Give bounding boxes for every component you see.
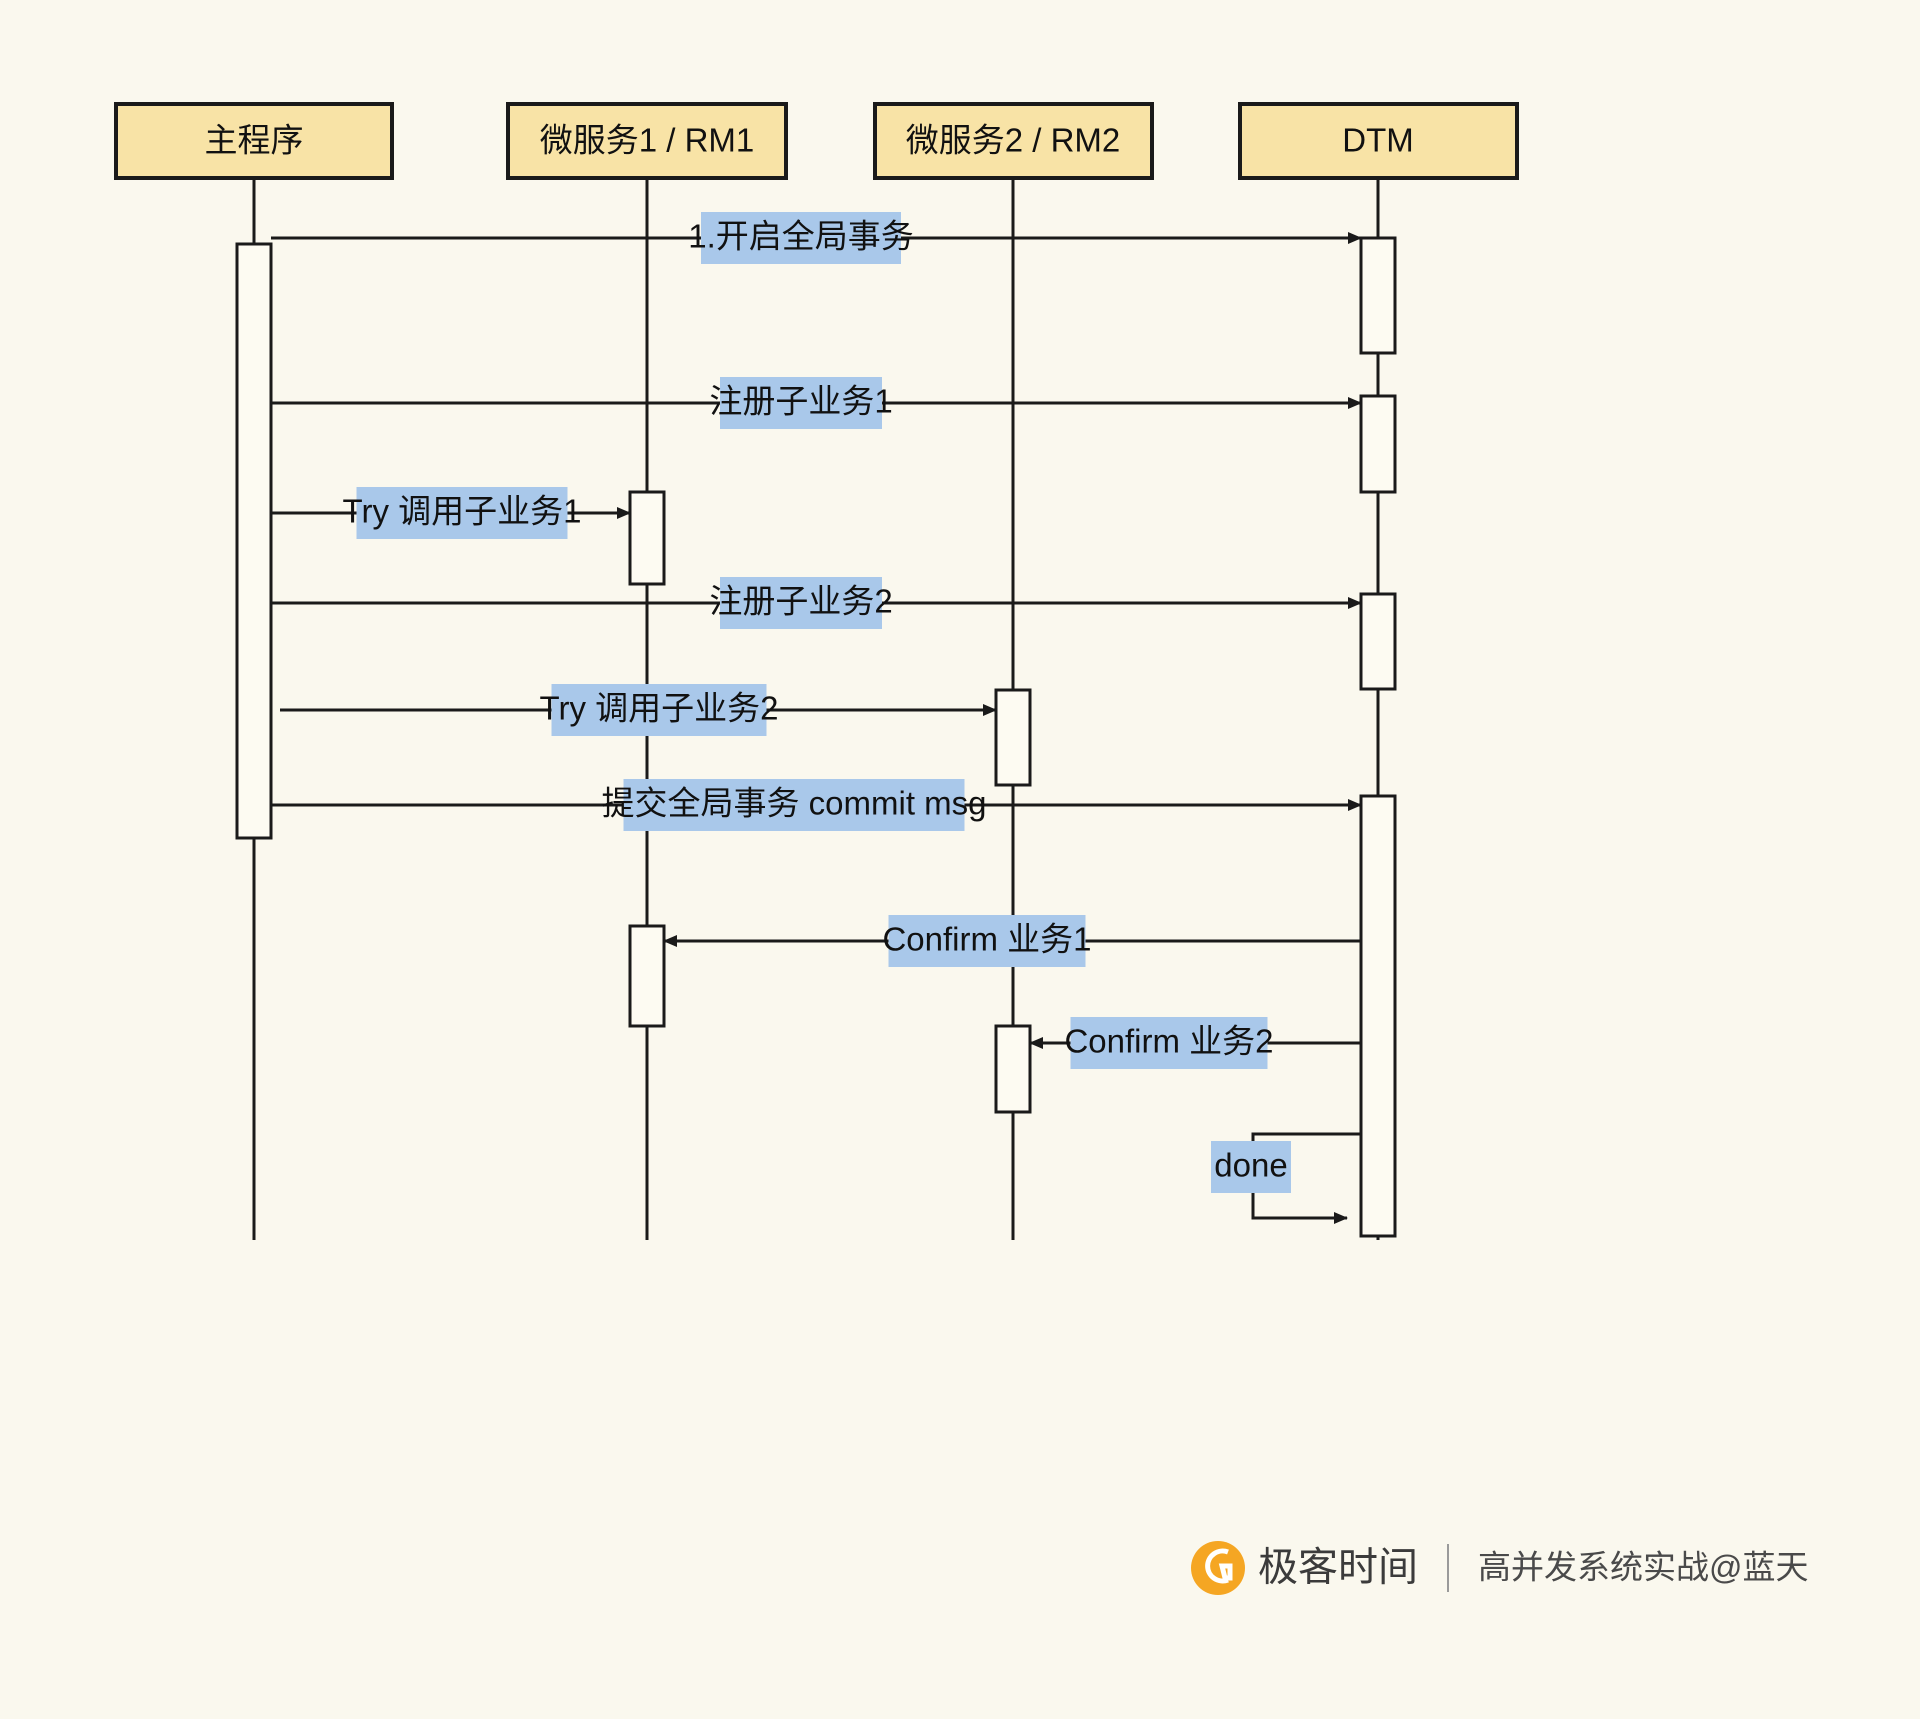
activation-bar-act-main bbox=[235, 242, 273, 840]
message-label-highlight bbox=[888, 915, 1086, 967]
message-label-highlight bbox=[701, 212, 901, 264]
activation-bar-act-dtm-4 bbox=[1359, 794, 1397, 1238]
watermark: 极客时间 高并发系统实战@蓝天 bbox=[1191, 1541, 1809, 1595]
message-label: Confirm 业务2 bbox=[1064, 1023, 1273, 1060]
participants-layer: 主程序 微服务1 / RM1 微服务2 / RM2 DTM bbox=[114, 102, 1519, 180]
activation-bar-act-rm2-conf bbox=[994, 1024, 1032, 1114]
participant-rm2[interactable]: 微服务2 / RM2 bbox=[873, 102, 1154, 180]
participant-box bbox=[873, 102, 1154, 180]
watermark-subtitle: 高并发系统实战@蓝天 bbox=[1478, 1549, 1809, 1586]
activation-bar-act-dtm-2 bbox=[1359, 394, 1397, 494]
participant-box bbox=[1238, 102, 1519, 180]
participant-box bbox=[114, 102, 394, 180]
message-label: Try 调用子业务1 bbox=[343, 493, 582, 530]
message-m7[interactable]: Confirm 业务1 bbox=[663, 915, 1361, 967]
activation-bar-act-rm2-try bbox=[994, 688, 1032, 787]
message-label-highlight bbox=[356, 487, 568, 539]
participant-label: DTM bbox=[1342, 122, 1413, 159]
message-m1[interactable]: 1.开启全局事务 bbox=[271, 212, 1362, 264]
message-m5[interactable]: Try 调用子业务2 bbox=[280, 684, 997, 736]
activation-bar-act-rm1-conf bbox=[628, 924, 666, 1028]
participant-dtm[interactable]: DTM bbox=[1238, 102, 1519, 180]
self-message-label-highlight bbox=[1211, 1141, 1291, 1193]
activation-bar-act-rm1-try bbox=[628, 490, 666, 586]
watermark-brand: 极客时间 bbox=[1258, 1546, 1418, 1590]
activation-bar-act-dtm-1 bbox=[1359, 236, 1397, 355]
message-label: Try 调用子业务2 bbox=[540, 690, 779, 727]
self-message-label: done bbox=[1214, 1147, 1287, 1184]
participant-box bbox=[506, 102, 788, 180]
message-m2[interactable]: 注册子业务1 bbox=[271, 377, 1362, 429]
message-m4[interactable]: 注册子业务2 bbox=[271, 577, 1362, 629]
message-label: 提交全局事务 commit msg bbox=[601, 785, 986, 822]
message-label: Confirm 业务1 bbox=[882, 921, 1091, 958]
activations-layer bbox=[235, 236, 1397, 1238]
message-label-highlight bbox=[1070, 1017, 1268, 1069]
message-m3[interactable]: Try 调用子业务1 bbox=[271, 487, 631, 539]
message-label: 注册子业务1 bbox=[709, 383, 892, 420]
logo-glyph-icon bbox=[1205, 1548, 1233, 1584]
participant-label: 微服务1 / RM1 bbox=[540, 122, 755, 159]
watermark-layer: 极客时间 高并发系统实战@蓝天 bbox=[1191, 1541, 1809, 1595]
message-label-highlight bbox=[623, 779, 965, 831]
participant-rm1[interactable]: 微服务1 / RM1 bbox=[506, 102, 788, 180]
participant-label: 微服务2 / RM2 bbox=[906, 122, 1121, 159]
message-label-highlight bbox=[720, 577, 882, 629]
message-m9-self[interactable]: done bbox=[1211, 1132, 1361, 1224]
message-label: 注册子业务2 bbox=[709, 583, 892, 620]
participant-main[interactable]: 主程序 bbox=[114, 102, 394, 180]
message-label: 1.开启全局事务 bbox=[688, 218, 914, 255]
message-label-highlight bbox=[551, 684, 767, 736]
message-label-highlight bbox=[720, 377, 882, 429]
message-m8[interactable]: Confirm 业务2 bbox=[1029, 1017, 1361, 1069]
logo-icon bbox=[1191, 1541, 1245, 1595]
message-m6[interactable]: 提交全局事务 commit msg bbox=[271, 779, 1362, 831]
activation-bar-act-dtm-3 bbox=[1359, 592, 1397, 691]
participant-label: 主程序 bbox=[205, 122, 304, 159]
